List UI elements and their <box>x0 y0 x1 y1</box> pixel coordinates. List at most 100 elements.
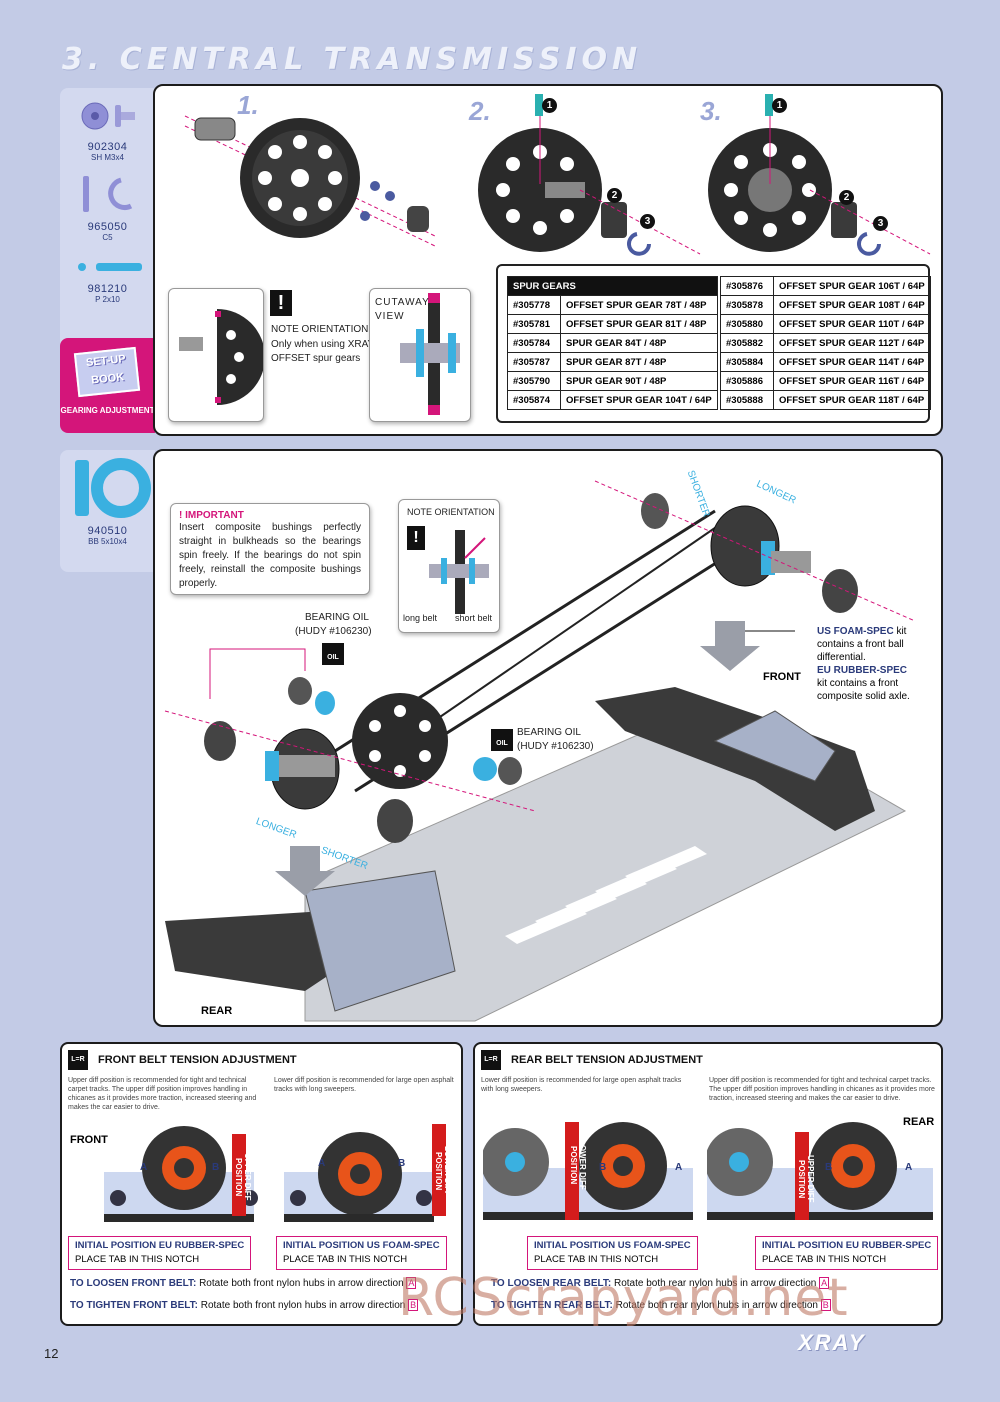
rear-note-left: Lower diff position is recommended for l… <box>481 1077 682 1093</box>
c-clip-icon <box>82 176 132 212</box>
rear-tension-diagram-left <box>483 1122 693 1220</box>
step-2-label: 2. <box>469 96 491 126</box>
front-note-right: Lower diff position is recommended for l… <box>274 1077 454 1093</box>
rear-tighten-instruction: TO TIGHTEN REAR BELT: Rotate both rear n… <box>491 1299 831 1311</box>
letter-a: A <box>318 1158 326 1169</box>
front-note-left: Upper diff position is recommended for t… <box>68 1077 257 1111</box>
step2-gear-illustration <box>478 94 701 256</box>
important-title: ! IMPORTANT <box>179 510 244 521</box>
letter-a: A <box>675 1162 683 1173</box>
callout-1: 1 <box>772 98 787 113</box>
upper-diff-arrow-label: UPPER DIFF POSITION <box>234 1153 252 1201</box>
top-panel: 1. 2. 3. 1 2 3 <box>153 84 943 436</box>
letter-a: A <box>905 1162 913 1173</box>
part-desc: C5 <box>102 233 113 242</box>
step-3-label: 3. <box>700 96 722 126</box>
bearing-icon <box>74 458 151 518</box>
note-orientation-text1: Only when using XRAY <box>271 339 375 350</box>
exclamation-icon: ! <box>270 290 292 316</box>
part-screw: 902304 SH M3x4 <box>60 98 155 162</box>
chassis-assembly-illustration <box>164 480 916 1022</box>
setup-book-tab[interactable]: SET-UP BOOK GEARING ADJUSTMENT <box>60 338 155 433</box>
callout-3: 3 <box>640 214 655 229</box>
important-note-box: ! IMPORTANT Insert composite bushings pe… <box>170 503 370 595</box>
upper-diff-arrow-label: UPPER DIFF POSITION <box>797 1155 815 1203</box>
note-orientation-box <box>168 288 265 422</box>
front-belt-panel: L=R FRONT BELT TENSION ADJUSTMENT Upper … <box>60 1042 463 1326</box>
front-tension-diagram-left <box>104 1126 258 1222</box>
callout-2: 2 <box>839 190 854 205</box>
bearing-oil-label-1: BEARING OIL <box>305 612 369 623</box>
letter-b: B <box>599 1162 607 1173</box>
rear-tension-diagram-right <box>707 1122 933 1220</box>
bearing-oil-ref-1: (HUDY #106230) <box>295 626 372 637</box>
part-pin: 981210 P 2x10 <box>60 256 155 304</box>
cutaway-label-1: CUTAWAY <box>375 297 430 308</box>
letter-b: B <box>825 1162 833 1173</box>
pin-icon <box>77 263 142 271</box>
short-belt-label: short belt <box>455 613 493 623</box>
callout-1: 1 <box>542 98 557 113</box>
rear-note-right: Upper diff position is recommended for t… <box>709 1077 935 1102</box>
lr-badge: L=R <box>68 1050 88 1070</box>
part-code: 902304 <box>87 141 128 153</box>
letter-b: B <box>398 1158 406 1169</box>
letter-a: A <box>140 1162 148 1173</box>
belt-orientation-box: NOTE ORIENTATION ! long belt short belt <box>398 499 500 633</box>
rear-diagram-label: REAR <box>903 1116 935 1128</box>
rear-belt-panel: L=R REAR BELT TENSION ADJUSTMENT Lower d… <box>473 1042 943 1326</box>
offset-gear-icon <box>179 309 265 405</box>
cutaway-view-box <box>369 288 471 422</box>
rear-loosen-instruction: TO LOOSEN REAR BELT: Rotate both rear ny… <box>491 1277 830 1289</box>
mid-panel: ! IMPORTANT Insert composite bushings pe… <box>153 449 943 1027</box>
rear-belt-title: REAR BELT TENSION ADJUSTMENT <box>511 1054 703 1066</box>
oil-can-icon: OIL <box>322 643 344 665</box>
part-code: 940510 <box>87 525 128 537</box>
front-tension-diagram-right <box>284 1124 446 1222</box>
front-tighten-instruction: TO TIGHTEN FRONT BELT: Rotate both front… <box>70 1299 419 1311</box>
cutaway-icon <box>400 293 460 415</box>
callout-2: 2 <box>607 188 622 203</box>
rear-label: REAR <box>201 1005 233 1017</box>
brand-logo: XRAY <box>798 1330 866 1355</box>
front-loosen-instruction: TO LOOSEN FRONT BELT: Rotate both front … <box>70 1277 417 1289</box>
belt-orientation-title: NOTE ORIENTATION <box>407 507 495 517</box>
lower-diff-arrow-label: LOWER DIFF POSITION <box>434 1146 452 1196</box>
long-belt-label: long belt <box>403 613 438 623</box>
note-orientation-title: NOTE ORIENTATION <box>271 324 369 335</box>
part-bearing: 940510 BB 5x10x4 <box>60 456 155 546</box>
watermark: RCScrapyard.net <box>398 1268 849 1328</box>
front-diagram-label: FRONT <box>70 1134 108 1146</box>
cutaway-label-2: VIEW <box>375 311 405 322</box>
front-belt-title: FRONT BELT TENSION ADJUSTMENT <box>98 1054 297 1066</box>
lower-diff-arrow-label: LOWER DIFF POSITION <box>569 1140 587 1190</box>
bearing-oil-label-2: BEARING OIL <box>517 727 581 738</box>
exclamation-icon: ! <box>407 526 425 550</box>
spur-table-header: SPUR GEARS <box>507 276 718 296</box>
spec-note: US FOAM-SPEC kit contains a front ball d… <box>817 625 931 703</box>
letter-b: B <box>212 1162 220 1173</box>
bearing-oil-ref-2: (HUDY #106230) <box>517 741 594 752</box>
screw-icon <box>81 102 135 130</box>
part-desc: P 2x10 <box>95 295 120 304</box>
part-c-clip: 965050 C5 <box>60 172 155 242</box>
page-number: 12 <box>44 1346 59 1361</box>
step1-gear-illustration <box>184 115 436 247</box>
front-label: FRONT <box>763 671 801 683</box>
